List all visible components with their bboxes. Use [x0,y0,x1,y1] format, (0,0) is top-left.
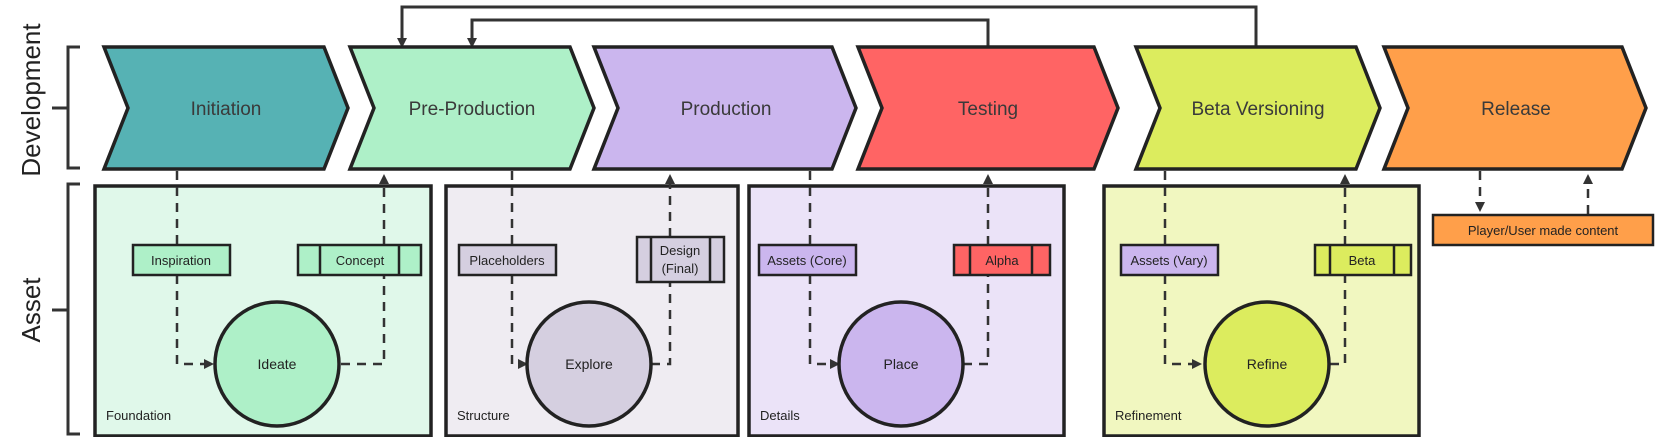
stage-initiation-label: Initiation [191,99,262,120]
stage-initiation: Initiation [101,45,350,171]
connector-ideate-to-concept [341,275,386,366]
connector-refine-to-beta [1330,275,1347,366]
connector-place-to-alpha [963,275,990,366]
axis-label-asset: Asset [16,277,46,343]
box-player-user-made-content [1431,213,1655,247]
panel-foundation: Foundation Inspiration Concept Ideate [93,171,433,437]
circle-explore [525,300,653,428]
box-concept-label: Concept [336,253,385,268]
stage-beta-versioning: Beta Versioning [1133,45,1382,171]
release-content-group: Player/User made content [1431,171,1655,247]
circle-place-label: Place [883,356,918,372]
stage-pre-production-label: Pre-Production [409,99,536,120]
stage-beta-versioning-label: Beta Versioning [1191,99,1324,120]
circle-refine-label: Refine [1247,356,1288,372]
box-player-user-made-content-label: Player/User made content [1468,223,1619,238]
panel-structure: Structure Placeholders Design (Final) Ex… [444,171,740,437]
stage-production-label: Production [681,99,772,120]
box-placeholders-label: Placeholders [469,253,545,268]
box-assets-core-label: Assets (Core) [767,253,846,268]
asset-bracket [52,182,80,436]
stage-testing: Testing [855,45,1120,171]
box-design-label-line1: Design [660,243,700,258]
panel-foundation-title: Foundation [106,408,171,423]
box-assets-core [757,243,858,277]
feedback-loop-beta-to-preproduction [397,5,1258,48]
box-placeholders [457,243,558,277]
connector-assets-core-to-place [808,275,840,369]
stage-release-shape [1381,45,1648,171]
box-design-label-line2: (Final) [662,261,699,276]
panel-refinement: Refinement Assets (Vary) Beta Refine [1102,171,1421,437]
box-concept [296,243,423,277]
panel-structure-title: Structure [457,408,510,423]
box-alpha-label: Alpha [985,253,1019,268]
stage-production-shape [591,45,858,171]
connector-placeholders-to-explore [510,275,528,369]
stage-release: Release [1381,45,1648,171]
box-inspiration-label: Inspiration [151,253,211,268]
circle-ideate [213,300,341,428]
stage-testing-shape [855,45,1120,171]
circle-refine [1203,300,1331,428]
box-inspiration [131,243,232,277]
stage-pre-production-shape [347,45,596,171]
panel-refinement-title: Refinement [1115,408,1182,423]
axis-label-development: Development [16,23,46,177]
stage-production: Production [591,45,858,171]
box-beta-label: Beta [1349,253,1377,268]
circle-place [837,300,965,428]
stage-initiation-shape [101,45,350,171]
connector-explore-to-design [651,283,672,366]
stage-release-label: Release [1481,99,1551,120]
box-assets-vary [1119,243,1220,277]
stage-testing-label: Testing [958,99,1018,120]
circle-explore-label: Explore [565,356,613,372]
panel-details-title: Details [760,408,800,423]
panel-details: Details Assets (Core) Alpha Place [747,171,1066,437]
box-assets-vary-label: Assets (Vary) [1130,253,1207,268]
feedback-loop-testing-to-preproduction [467,18,990,48]
circle-ideate-label: Ideate [258,356,297,372]
connector-assets-vary-to-refine [1163,275,1202,369]
stage-beta-versioning-shape [1133,45,1382,171]
connector-inspiration-to-ideate [175,275,214,369]
stage-pre-production: Pre-Production [347,45,596,171]
development-bracket [52,45,80,170]
